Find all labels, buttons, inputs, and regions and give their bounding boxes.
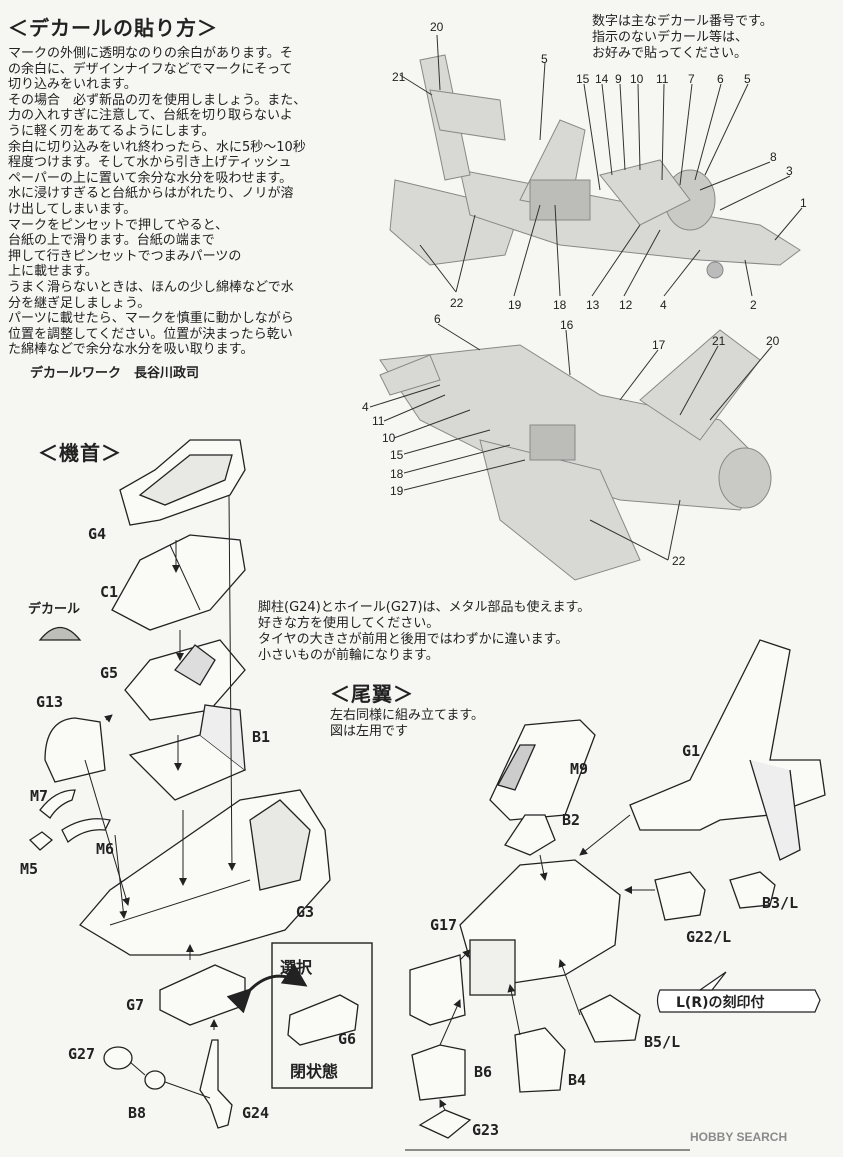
- tail-section-title: ＜尾翼＞: [330, 682, 414, 706]
- aircraft-bottom-view: [379, 329, 772, 581]
- stamp-note: L(R)の刻印付: [676, 995, 765, 1011]
- part-label: B1: [252, 728, 271, 746]
- decal-num: 19: [508, 298, 522, 312]
- decal-num: 19: [390, 484, 404, 498]
- gear-note: 脚柱(G24)とホイール(G27)は、メタル部品も使えます。 好きな方を使用して…: [258, 600, 591, 663]
- decal-number-note: 数字は主なデカール番号です。 指示のないデカール等は、 お好みで貼ってください。: [592, 14, 773, 61]
- part-label: M6: [96, 840, 115, 858]
- decal-num: 10: [630, 72, 644, 86]
- part-label: G22/L: [686, 928, 732, 946]
- decal-num: 10: [382, 431, 396, 445]
- decal-num: 17: [652, 338, 666, 352]
- part-label: B5/L: [644, 1033, 681, 1051]
- watermark: HOBBY SEARCH: [690, 1130, 788, 1144]
- decal-num: 5: [541, 52, 548, 66]
- aircraft-top-view: [389, 54, 801, 279]
- decal-num: 22: [450, 296, 464, 310]
- decal-num: 21: [712, 334, 726, 348]
- decal-num: 2: [750, 298, 757, 312]
- part-label: M5: [20, 860, 39, 878]
- part-label: G17: [430, 916, 458, 934]
- closed-state-label: 閉状態: [290, 1062, 339, 1081]
- decal-credit: デカールワーク 長谷川政司: [30, 366, 200, 381]
- decal-num: 18: [553, 298, 567, 312]
- part-label: G3: [296, 903, 315, 921]
- decal-num: 3: [786, 164, 793, 178]
- decal-num: 4: [660, 298, 667, 312]
- decal-num: 4: [362, 400, 369, 414]
- part-label: B6: [474, 1063, 493, 1081]
- part-label: G27: [68, 1045, 96, 1063]
- part-label: G1: [682, 742, 701, 760]
- part-label: M7: [30, 787, 49, 805]
- part-label: G23: [472, 1121, 500, 1139]
- part-label: G5: [100, 664, 119, 682]
- tail-assembly-drawing: [409, 639, 826, 1139]
- decal-label: デカール: [28, 602, 81, 617]
- part-label: G6: [338, 1030, 357, 1048]
- decal-num: 6: [434, 312, 441, 326]
- nose-section-title: ＜機首＞: [38, 441, 122, 465]
- decal-num: 7: [688, 72, 695, 86]
- part-label: C1: [100, 583, 119, 601]
- decal-howto-text: マークの外側に透明なのりの余白があります。そ の余白に、デザインナイフなどでマー…: [8, 46, 307, 358]
- decal-num: 13: [586, 298, 600, 312]
- part-label: B8: [128, 1104, 147, 1122]
- select-label: 選択: [280, 958, 313, 977]
- decal-num: 15: [576, 72, 590, 86]
- part-label: G4: [88, 525, 107, 543]
- part-label: B3/L: [762, 894, 799, 912]
- decal-num: 16: [560, 318, 574, 332]
- part-label: G24: [242, 1104, 270, 1122]
- decal-num: 6: [717, 72, 724, 86]
- tail-note: 左右同様に組み立てます。 図は左用です: [330, 708, 485, 739]
- decal-num: 20: [766, 334, 780, 348]
- decal-num: 12: [619, 298, 633, 312]
- decal-num: 14: [595, 72, 609, 86]
- decal-num: 5: [744, 72, 751, 86]
- decal-num: 9: [615, 72, 622, 86]
- part-label: B4: [568, 1071, 587, 1089]
- decal-num: 11: [372, 414, 385, 428]
- decal-num: 20: [430, 20, 444, 34]
- selection-box: [271, 942, 373, 1089]
- decal-num: 21: [392, 70, 406, 84]
- decal-num: 11: [656, 72, 669, 86]
- decal-howto-title: ＜デカールの貼り方＞: [8, 16, 218, 40]
- decal-num: 18: [390, 467, 404, 481]
- decal-num: 8: [770, 150, 777, 164]
- part-label: G7: [126, 996, 145, 1014]
- decal-num: 1: [800, 196, 807, 210]
- part-label: M9: [570, 760, 589, 778]
- stamp-note-callout: [656, 989, 821, 1013]
- part-label: B2: [562, 811, 581, 829]
- part-label: G13: [36, 693, 64, 711]
- decal-num: 15: [390, 448, 404, 462]
- decal-num: 22: [672, 554, 686, 568]
- nose-assembly-drawing: [28, 439, 359, 1129]
